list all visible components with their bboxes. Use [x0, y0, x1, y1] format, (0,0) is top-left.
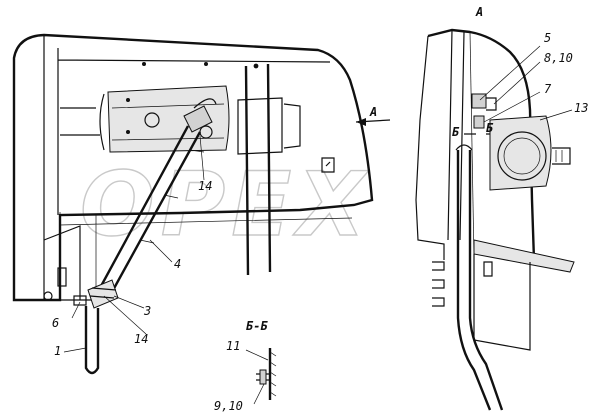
filter-ring	[497, 131, 547, 181]
small-bracket	[57, 267, 67, 287]
panel-cutout	[321, 157, 335, 173]
frame-clamp	[237, 97, 283, 155]
cab-trim	[59, 212, 353, 300]
callout-9-10: 9,10	[214, 399, 243, 413]
clamp-ribs	[89, 287, 117, 299]
leader-1	[63, 347, 87, 353]
drain-pipe	[84, 306, 100, 375]
label-section-bb: Б-Б	[246, 319, 268, 333]
callout-4: 4	[174, 257, 181, 271]
rear-cab-edge	[469, 31, 475, 261]
filter-13	[489, 115, 571, 191]
side-view	[12, 33, 374, 375]
cab-inner-panel	[43, 36, 331, 300]
section-hatch	[269, 351, 277, 397]
callout-1: 1	[54, 344, 61, 358]
filter-cap	[552, 147, 571, 165]
callout-7: 7	[544, 82, 552, 96]
rear-cab-pillar	[447, 29, 465, 241]
leader-8-10	[493, 61, 541, 105]
tank-bolt	[126, 98, 130, 102]
fitting-7	[473, 115, 485, 129]
callout-6: 6	[52, 316, 59, 330]
callout-14-top: 14	[198, 179, 212, 193]
callout-3: 3	[143, 304, 151, 318]
section-bb-detail	[245, 348, 277, 405]
filler-loop	[193, 98, 217, 109]
leader-14-top	[199, 135, 205, 181]
leader-6	[71, 301, 81, 319]
label-arrow-a: А	[369, 105, 377, 119]
callout-14-bottom: 14	[134, 332, 148, 346]
filter-housing	[489, 115, 552, 191]
rear-filler-pipe	[456, 150, 504, 411]
fitting-8-10	[486, 97, 497, 111]
clamp-lug	[283, 103, 301, 149]
filter-inner	[503, 137, 541, 175]
tank-port	[144, 112, 160, 128]
rear-cab-outline	[427, 28, 536, 264]
label-view-a: А	[475, 5, 483, 19]
cab-outline	[12, 33, 374, 302]
frame-box	[473, 254, 531, 351]
label-section-b-right: Б	[486, 121, 494, 135]
fastener	[43, 291, 53, 301]
lower-panel	[43, 225, 100, 301]
view-arrow-a: А	[355, 105, 391, 126]
leader-3	[113, 295, 145, 309]
frame-bolt	[253, 63, 259, 69]
filler-hose	[98, 125, 202, 293]
deck-bracket	[483, 261, 493, 277]
clamp-screw	[73, 295, 87, 306]
hose-clamp	[87, 279, 119, 309]
leader-9-10	[253, 383, 265, 405]
frame-bolt	[142, 62, 146, 66]
arrow-head	[356, 118, 366, 126]
filter-cap-ribs	[555, 150, 563, 162]
step-notches	[432, 261, 445, 307]
rear-view	[415, 28, 575, 411]
frame-deck	[473, 239, 575, 273]
leader-5	[479, 45, 541, 101]
leader-4	[149, 239, 173, 263]
leader-13	[539, 109, 573, 121]
rear-cab-side	[415, 35, 445, 260]
section-nut	[259, 369, 267, 385]
tank-end-cap	[99, 93, 105, 151]
leader-14-bottom	[103, 295, 147, 335]
label-section-b-left: Б	[452, 125, 460, 139]
rear-pipe-top	[455, 144, 473, 151]
watermark: OPEX	[80, 153, 371, 256]
callout-13: 13	[574, 101, 588, 115]
tank-bolt	[126, 130, 130, 134]
frame-bolt	[204, 62, 208, 66]
callout-8-10: 8,10	[544, 51, 573, 65]
leader-11	[245, 349, 269, 361]
callout-5: 5	[544, 31, 551, 45]
leader-7	[483, 91, 541, 123]
callout-11: 11	[226, 339, 240, 353]
leader-lines	[63, 45, 573, 353]
